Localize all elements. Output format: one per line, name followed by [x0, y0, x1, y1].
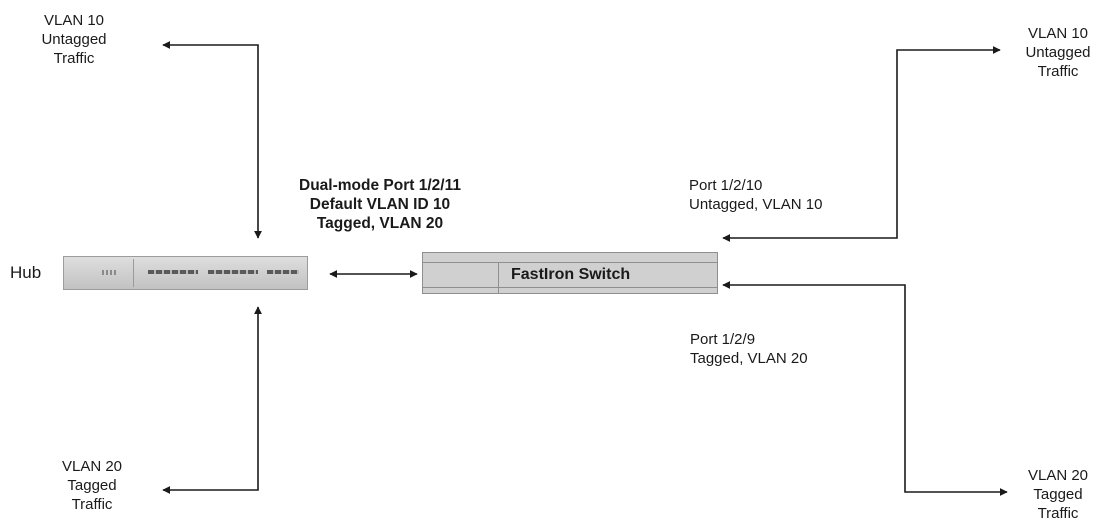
port10-traffic-arrow [722, 46, 1001, 242]
vlan20-tagged-traffic-left: VLAN 20 Tagged Traffic [61, 458, 123, 513]
hub-vent [102, 270, 116, 275]
switch-panel-line [423, 287, 717, 288]
hub-to-vlan10-traffic-arrow [162, 41, 262, 239]
switch-panel-divider [498, 263, 499, 293]
vlan10-untagged-traffic-right: VLAN 10 Untagged Traffic [1025, 25, 1091, 80]
switch-panel-line [423, 262, 717, 263]
port9-traffic-arrow [722, 281, 1008, 496]
hub-port-bank [267, 270, 299, 274]
hub-port-bank [148, 270, 198, 274]
hub-device [63, 256, 308, 290]
port-9-label: Port 1/2/9 Tagged, VLAN 20 [690, 331, 808, 367]
switch-label: FastIron Switch [511, 266, 631, 283]
port-10-label: Port 1/2/10 Untagged, VLAN 10 [689, 177, 823, 213]
hub-label: Hub [10, 263, 42, 282]
hub-port-bank [208, 270, 258, 274]
fastiron-switch-device: FastIron Switch [422, 252, 718, 294]
vlan10-untagged-traffic-left: VLAN 10 Untagged Traffic [41, 12, 107, 67]
hub-to-vlan20-traffic-arrow [162, 306, 262, 494]
hub-divider [133, 259, 134, 287]
dual-mode-port-label: Dual-mode Port 1/2/11 Default VLAN ID 10… [299, 177, 461, 232]
vlan20-tagged-traffic-right: VLAN 20 Tagged Traffic [1027, 467, 1089, 522]
